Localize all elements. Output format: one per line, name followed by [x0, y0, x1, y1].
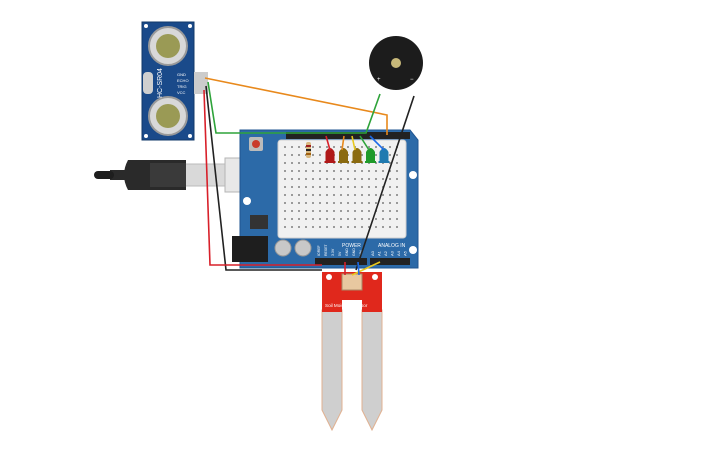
led-wire-3	[351, 135, 356, 151]
led-wire-2	[341, 135, 345, 151]
led	[365, 148, 376, 163]
sensor-signal-wire	[351, 261, 381, 276]
led	[324, 148, 336, 163]
red-wire	[203, 89, 322, 266]
soil-sensor-label: Soil Moisture Sensor	[325, 303, 368, 308]
black-wire	[205, 85, 322, 271]
power-pin-label: 5V	[338, 251, 342, 256]
analog-pin-label: A0	[370, 250, 375, 256]
analog-pin-label: A4	[396, 250, 401, 256]
ultrasonic-pins	[194, 72, 208, 94]
analog-pin-label: A1	[377, 250, 382, 256]
led	[351, 148, 363, 163]
power-pin-label: GND	[352, 248, 356, 256]
power-pin-label: GND	[345, 248, 349, 256]
buzzer-ground-wire	[355, 95, 415, 271]
ultrasonic-pin-label: GND	[177, 72, 186, 77]
analog-header	[370, 258, 410, 265]
buzzer-plus-label: +	[377, 77, 381, 83]
power-header	[315, 258, 367, 265]
piezo-buzzer: + −	[369, 36, 423, 90]
buzzer-minus-label: −	[410, 77, 414, 83]
analog-pin-label: A3	[390, 250, 395, 256]
led-wire-5	[369, 135, 385, 151]
analog-pin-label: A2	[383, 250, 388, 256]
ultrasonic-pin-label: ECHO	[177, 78, 189, 83]
led	[338, 148, 349, 163]
power-pin-label: IOREF	[317, 245, 321, 256]
sensor-model-label: HC-SR04	[157, 68, 164, 98]
analog-pin-label: A5	[403, 250, 408, 256]
soil-moisture-sensor: Soil Moisture Sensor	[321, 272, 383, 432]
led	[378, 148, 390, 163]
ultrasonic-pin-label: TRIG	[177, 84, 187, 89]
green-wire	[207, 81, 381, 134]
power-pin-label: RESET	[324, 243, 328, 256]
led-wire-1	[325, 135, 331, 151]
power-pin-label: 3.3V	[331, 248, 335, 256]
led-array	[324, 148, 390, 163]
power-label: POWER	[342, 243, 361, 249]
digital-header	[286, 132, 410, 139]
ultrasonic-pin-label: VCC	[177, 90, 186, 95]
orange-wire	[204, 77, 388, 135]
analog-in-label: ANALOG IN	[378, 243, 406, 249]
led-wire-4	[359, 135, 370, 151]
wires	[203, 77, 415, 276]
power-jack	[232, 236, 268, 262]
sensor-gnd-wire	[357, 261, 360, 276]
resistor	[306, 142, 311, 158]
